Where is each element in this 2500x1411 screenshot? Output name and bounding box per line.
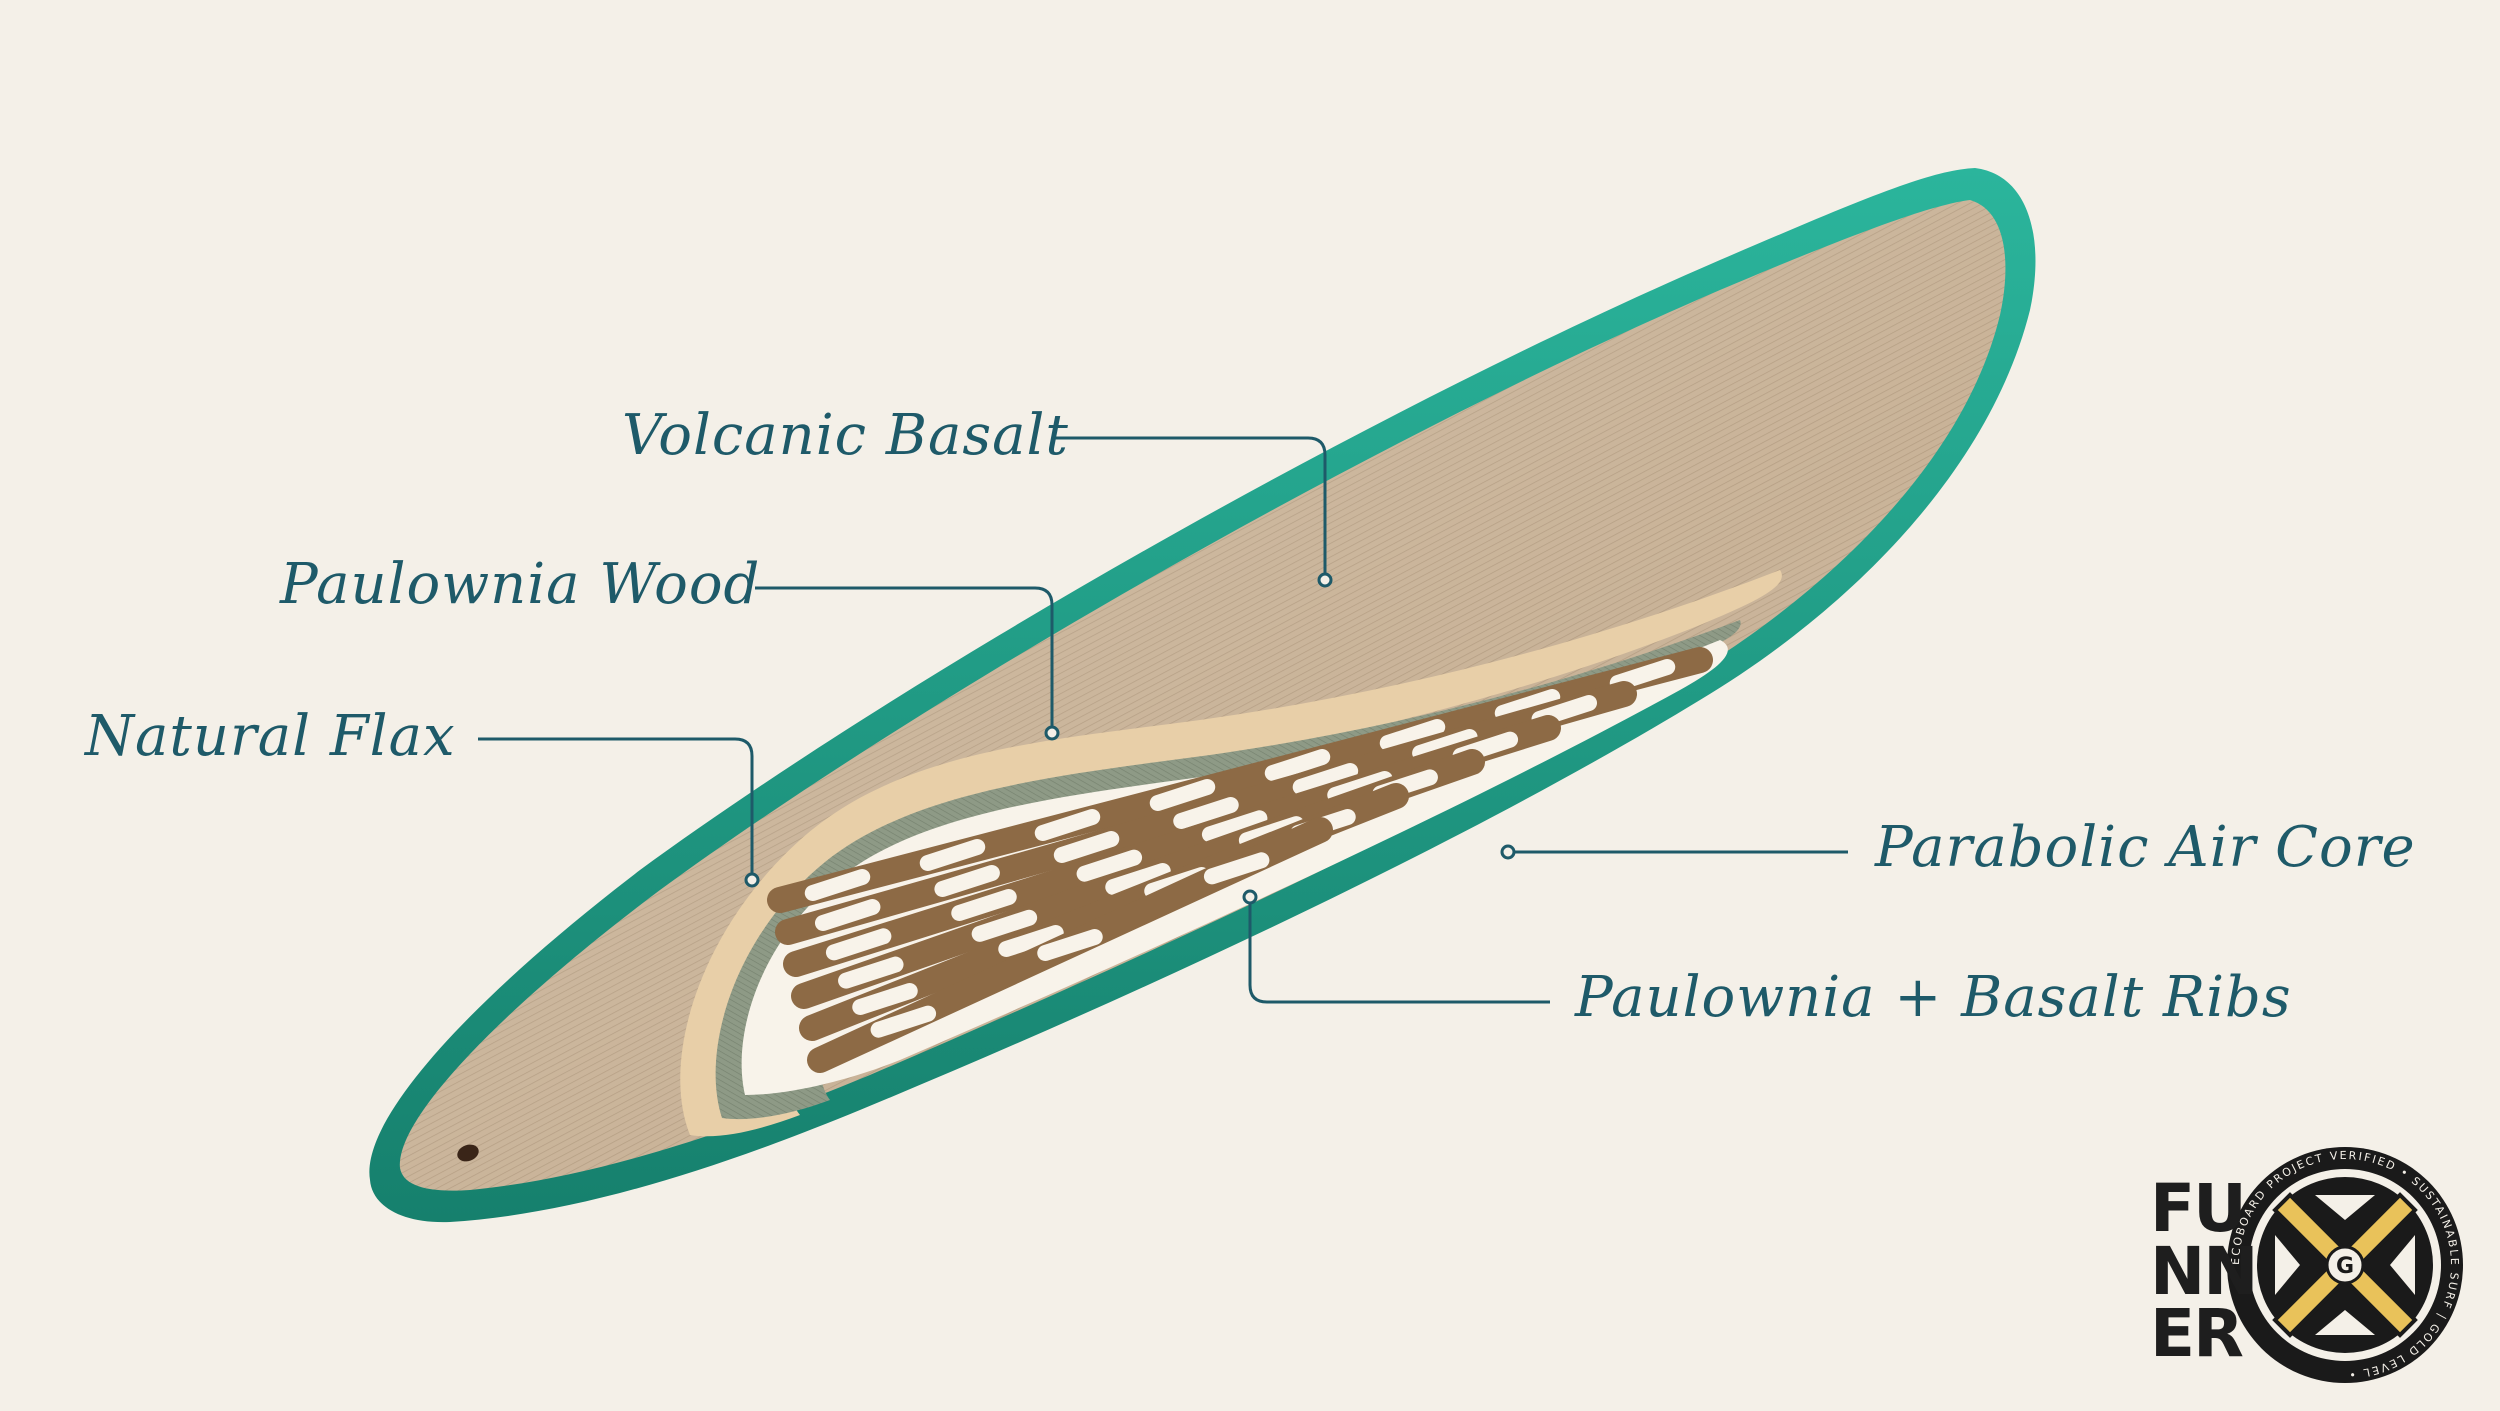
label-paulownia-wood: Paulownia Wood bbox=[280, 557, 760, 613]
dot-natural-flax bbox=[746, 874, 758, 886]
brand-line-2: NN bbox=[2150, 1241, 2256, 1304]
badge-center-letter: G bbox=[2336, 1254, 2354, 1279]
label-volcanic-basalt: Volcanic Basalt bbox=[622, 408, 1069, 464]
brand-line-1: FU bbox=[2150, 1178, 2256, 1241]
brand-line-3: ER bbox=[2150, 1303, 2256, 1366]
dot-paulownia-wood bbox=[1046, 727, 1058, 739]
label-paulownia-basalt-ribs: Paulownia + Basalt Ribs bbox=[1575, 970, 2292, 1026]
dot-paulownia-basalt-ribs bbox=[1244, 891, 1256, 903]
dot-volcanic-basalt bbox=[1319, 574, 1331, 586]
ecoboard-badge: G ECOBOARD PROJECT VERIFIED • SUSTAINABL… bbox=[2227, 1147, 2463, 1383]
label-natural-flax: Natural Flax bbox=[85, 709, 456, 765]
label-parabolic-air-core: Parabolic Air Core bbox=[1875, 820, 2416, 876]
funner-logo: FU NN ER bbox=[2150, 1178, 2256, 1366]
dot-parabolic-air-core bbox=[1502, 846, 1514, 858]
